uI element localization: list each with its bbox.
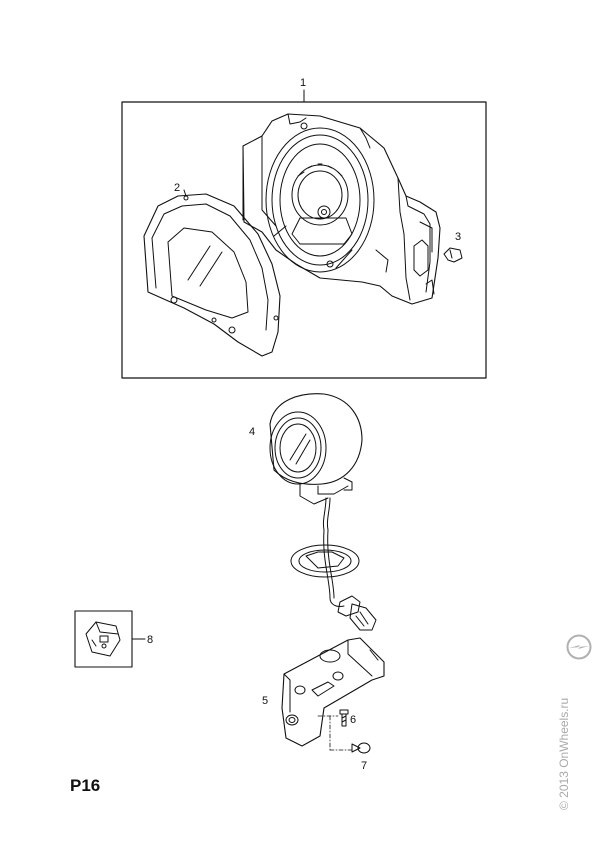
callout-5: 5: [262, 695, 268, 707]
instrument-cluster-assembly-frame: [121, 101, 487, 379]
screw-upper: [339, 709, 349, 727]
relay-module: [85, 621, 121, 657]
mounting-bracket: [281, 637, 385, 747]
callout-3: 3: [455, 231, 461, 243]
relay-module-frame: [74, 610, 133, 668]
wiring-harness-grommet: [290, 529, 360, 607]
page-code: P16: [70, 776, 101, 795]
leader-line-2: [183, 189, 187, 197]
cluster-lens-bezel: [143, 193, 281, 357]
opel-logo: [566, 634, 592, 660]
assembly-guide-lines: [317, 715, 355, 751]
copyright-watermark: © 2013 OnWheels.ru: [557, 697, 571, 810]
callout-4: 4: [249, 426, 255, 438]
callout-7: 7: [361, 760, 367, 772]
screw-lower: [351, 742, 371, 754]
retaining-clip: [443, 247, 463, 263]
wire-connector: [337, 595, 377, 631]
auxiliary-gauge-pod: [269, 393, 363, 531]
callout-6: 6: [350, 714, 356, 726]
callout-8: 8: [147, 634, 153, 646]
callout-1: 1: [300, 77, 306, 89]
callout-2: 2: [174, 182, 180, 194]
instrument-cluster-housing: [242, 113, 441, 305]
